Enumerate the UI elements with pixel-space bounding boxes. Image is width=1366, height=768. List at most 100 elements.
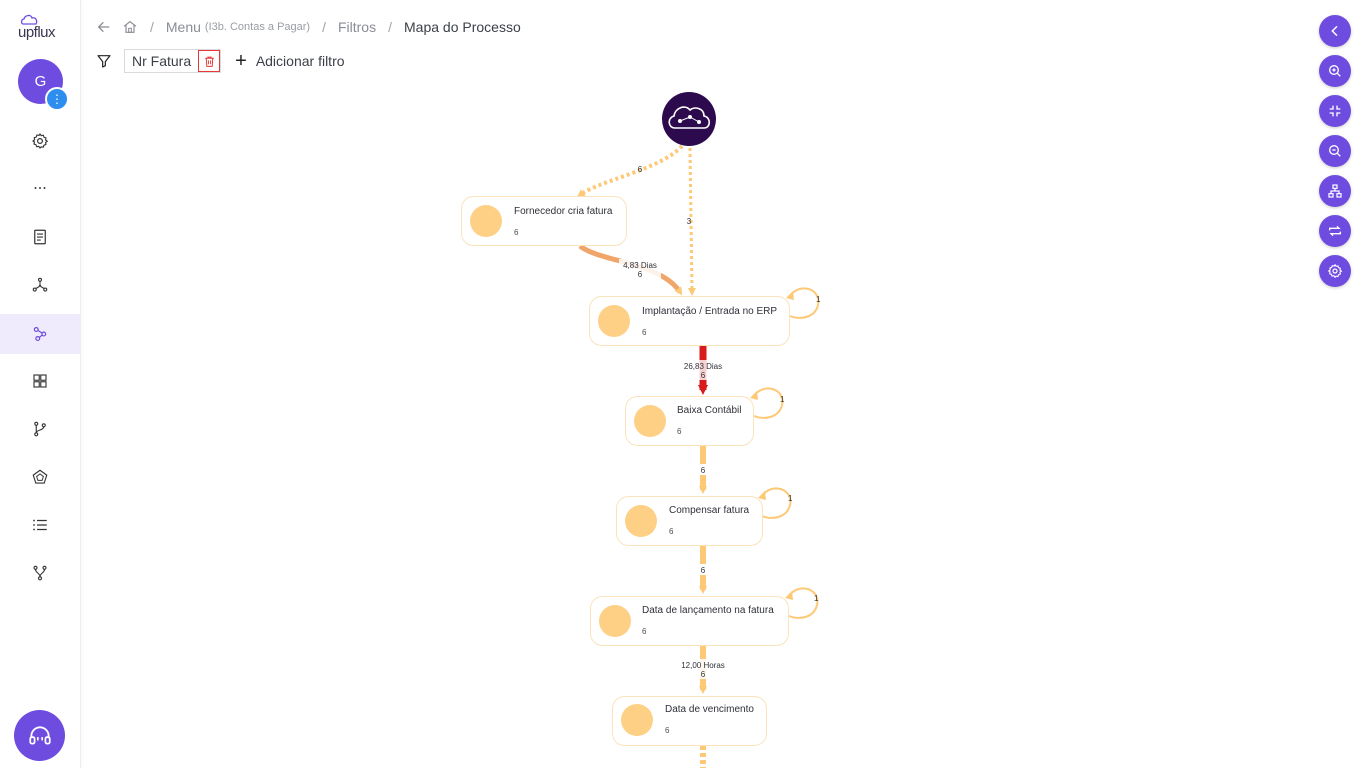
trash-icon [204, 56, 214, 67]
node-label: Baixa Contábil [677, 405, 741, 416]
network-icon [32, 277, 48, 292]
edge-n2-n3[interactable]: 26,83 Dias 6 [681, 346, 725, 395]
breadcrumb-separator: / [150, 19, 154, 35]
sidebar-item-variants[interactable] [0, 409, 80, 449]
zoom-out-button[interactable] [1319, 135, 1351, 167]
loop-count: 1 [788, 494, 793, 503]
loop-n3[interactable]: 1 [750, 387, 785, 419]
loop-count: 1 [780, 395, 785, 404]
loop-count: 1 [816, 295, 821, 304]
map-settings-button[interactable] [1319, 255, 1351, 287]
edge-count: 6 [701, 670, 706, 679]
edge-n1-n2[interactable]: 4,83 Dias 6 [578, 243, 683, 296]
sidebar-item-documents[interactable] [0, 217, 80, 257]
sidebar-item-more[interactable] [0, 168, 80, 208]
loop-n5[interactable]: 1 [785, 587, 819, 619]
zoom-in-button[interactable] [1319, 55, 1351, 87]
logo-text: upflux [18, 24, 56, 41]
zoom-out-icon [1329, 145, 1341, 157]
list-icon [33, 519, 47, 531]
edge-n4-n5[interactable]: 6 [697, 546, 709, 594]
chevron-left-icon [1331, 25, 1338, 37]
edge-n3-n4[interactable]: 6 [697, 446, 709, 494]
node-label: Fornecedor cria fatura [514, 206, 613, 217]
branch-icon [34, 421, 46, 437]
sidebar-item-dashboards[interactable] [0, 361, 80, 401]
breadcrumb-menu-detail: (I3b. Contas a Pagar) [204, 21, 311, 33]
settings-icon [1328, 264, 1343, 278]
logo-mark-icon [20, 14, 38, 25]
sidebar: upflux G ⋮ [0, 0, 81, 768]
breadcrumb: / Menu (I3b. Contas a Pagar) / Filtros /… [96, 16, 521, 38]
node-count: 6 [669, 527, 674, 536]
add-filter-button[interactable]: + Adicionar filtro [235, 51, 344, 71]
edge-duration: 12,00 Horas [681, 661, 725, 670]
node-count: 6 [642, 627, 647, 636]
logo[interactable]: upflux [18, 14, 62, 42]
edge-start-n1[interactable]: 6 [576, 144, 684, 198]
fit-screen-button[interactable] [1319, 95, 1351, 127]
edge-count: 6 [701, 566, 706, 575]
delete-filter-button[interactable] [198, 50, 221, 72]
breadcrumb-filters[interactable]: Filtros [337, 19, 377, 35]
repeat-icon [1329, 225, 1341, 237]
breadcrumb-separator: / [388, 19, 392, 35]
pentagon-icon [32, 469, 48, 484]
filter-bar: Nr Fatura + Adicionar filtro [96, 49, 345, 73]
sidebar-item-merge[interactable] [0, 553, 80, 593]
sidebar-item-process-map[interactable] [0, 314, 80, 354]
repeat-button[interactable] [1319, 215, 1351, 247]
layout-button[interactable] [1319, 175, 1351, 207]
process-node[interactable]: Data de lançamento na fatura 6 [590, 596, 789, 646]
back-arrow-icon[interactable] [96, 19, 112, 35]
edge-duration: 26,83 Dias [684, 362, 722, 371]
node-count: 6 [642, 328, 647, 337]
process-node[interactable]: Implantação / Entrada no ERP 6 [589, 296, 790, 346]
home-icon[interactable] [122, 19, 138, 35]
support-button[interactable] [14, 710, 65, 761]
edge-n5-n6[interactable]: 12,00 Horas 6 [679, 646, 727, 694]
process-node[interactable]: Fornecedor cria fatura 6 [461, 196, 627, 246]
fit-screen-icon [1329, 105, 1341, 117]
grid-icon [33, 374, 47, 388]
node-count: 6 [665, 726, 670, 735]
breadcrumb-menu[interactable]: Menu [165, 19, 201, 35]
avatar-initial: G [34, 73, 47, 90]
edge-count: 6 [701, 371, 706, 380]
kebab-icon[interactable]: ⋮ [45, 87, 69, 111]
loop-n2[interactable]: 1 [786, 287, 821, 319]
breadcrumb-current: Mapa do Processo [404, 19, 521, 35]
loop-n4[interactable]: 1 [758, 487, 793, 519]
sidebar-item-list[interactable] [0, 505, 80, 545]
zoom-in-icon [1329, 65, 1341, 77]
edge-count: 3 [687, 217, 692, 226]
node-label: Compensar fatura [669, 505, 749, 516]
sidebar-item-conformance[interactable] [0, 457, 80, 497]
document-icon [34, 229, 46, 245]
headset-icon [28, 725, 51, 744]
node-count: 6 [677, 427, 682, 436]
collapse-panel-button[interactable] [1319, 15, 1351, 47]
filter-chip-label: Nr Fatura [132, 53, 192, 69]
process-map-icon [33, 327, 47, 341]
node-label: Data de lançamento na fatura [642, 605, 774, 616]
node-label: Data de vencimento [665, 704, 754, 715]
filter-icon[interactable] [96, 53, 112, 69]
node-count: 6 [514, 228, 519, 237]
process-node[interactable]: Baixa Contábil 6 [625, 396, 754, 446]
edge-duration: 4,83 Dias [623, 261, 657, 270]
filter-chip[interactable]: Nr Fatura [124, 49, 222, 73]
edge-count: 6 [701, 466, 706, 475]
plus-icon: + [235, 50, 247, 72]
process-node[interactable]: Compensar fatura 6 [616, 496, 763, 546]
sidebar-item-settings[interactable] [0, 121, 80, 161]
process-start-icon[interactable] [662, 92, 716, 146]
gear-icon [32, 133, 48, 149]
loop-count: 1 [814, 594, 819, 603]
edge-count: 6 [638, 165, 643, 174]
node-label: Implantação / Entrada no ERP [642, 306, 777, 317]
sidebar-item-network[interactable] [0, 265, 80, 305]
edge-start-n2[interactable]: 3 [687, 147, 696, 296]
process-node[interactable]: Data de vencimento 6 [612, 696, 767, 746]
